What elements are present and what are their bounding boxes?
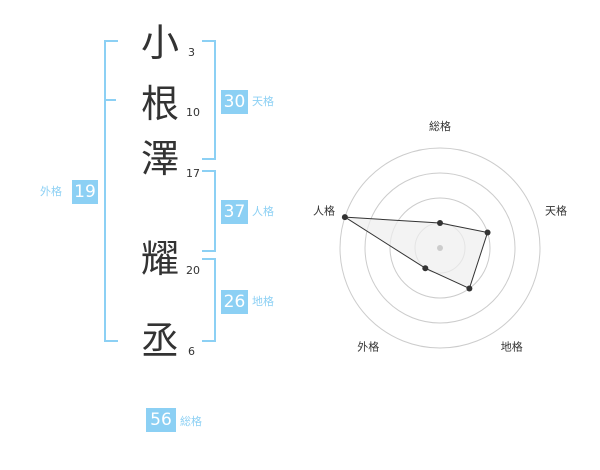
chikaku-bracket bbox=[202, 258, 216, 342]
radar-axis-label-1: 天格 bbox=[545, 203, 567, 217]
jinkaku-bracket bbox=[202, 170, 216, 252]
stroke-count-1: 3 bbox=[188, 46, 195, 59]
name-char-1: 小 bbox=[140, 21, 179, 65]
stroke-count-4: 20 bbox=[186, 264, 200, 277]
name-char-2: 根 bbox=[140, 82, 179, 126]
radar-center bbox=[437, 245, 443, 251]
radar-point-1 bbox=[484, 229, 491, 236]
name-char-5: 丞 bbox=[140, 319, 179, 363]
stroke-count-5: 6 bbox=[188, 345, 195, 358]
radar-point-2 bbox=[466, 285, 473, 292]
name-char-4: 耀 bbox=[140, 237, 179, 281]
gaikaku-tick-1 bbox=[104, 99, 116, 101]
tenkaku-bracket bbox=[202, 40, 216, 160]
radar-points bbox=[341, 214, 491, 292]
radar-axis-label-2: 地格 bbox=[501, 340, 523, 354]
radar-axis-label-3: 外格 bbox=[357, 340, 379, 354]
stroke-count-2: 10 bbox=[186, 106, 200, 119]
radar-ring bbox=[364, 172, 516, 324]
chikaku-label: 地格 bbox=[252, 295, 274, 308]
radar-ring bbox=[339, 147, 541, 349]
radar-point-4 bbox=[341, 214, 348, 221]
jinkaku-label: 人格 bbox=[252, 205, 274, 218]
radar-axis-label-0: 総格 bbox=[429, 119, 451, 133]
radar-point-3 bbox=[422, 265, 429, 272]
name-char-3: 澤 bbox=[140, 137, 179, 181]
gaikaku-value: 19 bbox=[72, 180, 98, 204]
jinkaku-value: 37 bbox=[221, 200, 248, 224]
gaikaku-bracket bbox=[104, 40, 118, 342]
soukaku-value: 56 bbox=[146, 408, 176, 432]
chikaku-value: 26 bbox=[221, 290, 248, 314]
radar-axis-label-4: 人格 bbox=[313, 203, 335, 217]
stroke-count-3: 17 bbox=[186, 167, 200, 180]
radar-point-0 bbox=[437, 220, 443, 226]
radar-ring bbox=[389, 197, 491, 299]
gaikaku-label: 外格 bbox=[40, 185, 62, 198]
tenkaku-value: 30 bbox=[221, 90, 248, 114]
soukaku-label: 総格 bbox=[180, 415, 202, 428]
tenkaku-label: 天格 bbox=[252, 95, 274, 108]
radar-area bbox=[344, 216, 489, 290]
